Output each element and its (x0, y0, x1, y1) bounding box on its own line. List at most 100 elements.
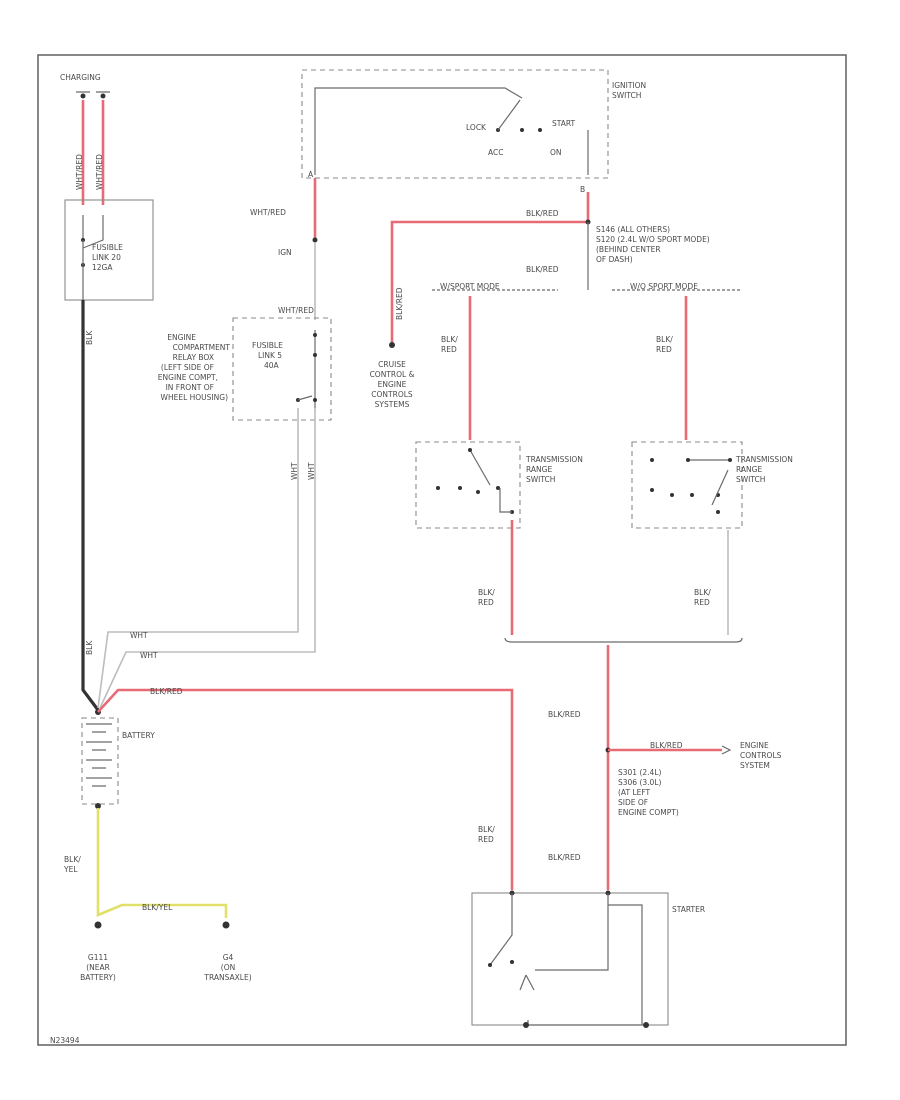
diagram-frame (37, 54, 847, 1046)
g-transaxle-line-1: G4 (223, 953, 234, 962)
g111-line-3: BATTERY) (80, 973, 116, 982)
trs-sport-line-1: TRANSMISSION (525, 455, 583, 464)
splice-s146-line-3: (BEHIND CENTER (596, 245, 661, 254)
trs-sport-out-label-2: RED (478, 598, 494, 607)
ignition-switch-title-1: IGNITION (612, 81, 646, 90)
starter-feed-label-2: BLK/RED (548, 853, 581, 862)
merge-bracket (504, 637, 743, 643)
cruise-control-label: CRUISE CONTROL & ENGINE CONTROLS SYSTEMS (370, 360, 415, 409)
ignition-on-label: ON (550, 148, 562, 157)
trs-sport-out-label-1: BLK/ (478, 588, 495, 597)
ignition-lock-label: LOCK (466, 123, 487, 132)
splice-s301-line-5: ENGINE COMPT) (618, 808, 679, 817)
ground-strap-label: BLK/YEL (142, 903, 173, 912)
start-circuit-wire: BLK/RED BLK/RED BLK/RED (389, 192, 591, 348)
ground-wire: BLK/ YEL BLK/YEL G111 (NEAR BATTERY) G4 … (63, 808, 252, 982)
fusible-link-20-line-3: 12GA (92, 263, 113, 272)
splice-s301-line-4: SIDE OF (618, 798, 648, 807)
ign-ref-label: IGN (278, 248, 292, 257)
engine-controls-line-2: CONTROLS (740, 751, 782, 760)
fusible-link-5-line-3: 40A (264, 361, 280, 370)
transmission-range-switch-sport: TRANSMISSION RANGE SWITCH BLK/ RED (415, 441, 583, 635)
relay-box-line-5: ENGINE COMPT, (158, 373, 218, 382)
relay-box-line-4: (LEFT SIDE OF (161, 363, 214, 372)
w-sport-mode-label: W/SPORT MODE (440, 282, 500, 291)
trs-no-sport-out-label-2: RED (694, 598, 710, 607)
ignition-switch-title-2: SWITCH (612, 91, 641, 100)
cruise-line-1: CRUISE (378, 360, 406, 369)
splice-s301-line-3: (AT LEFT (618, 788, 651, 797)
trs-no-sport-line-3: SWITCH (736, 475, 765, 484)
ignition-switch: IGNITION SWITCH LOCK ACC ON START A B (301, 69, 646, 194)
ignition-acc-label: ACC (488, 148, 503, 157)
relay-box-label: ENGINE COMPARTMENT RELAY BOX (LEFT SIDE … (158, 333, 231, 402)
relay-wire-label: WHT/RED (278, 306, 314, 315)
g111-line-1: G111 (88, 953, 108, 962)
battery-starter-wire-label: BLK/RED (150, 687, 183, 696)
starter-cable-label-2: RED (478, 835, 494, 844)
splice-wire-label: BLK/RED (526, 265, 559, 274)
splice-s301-line-1: S301 (2.4L) (618, 768, 661, 777)
sport-wire-label-2b: RED (656, 345, 672, 354)
battery-label: BATTERY (122, 731, 155, 740)
splice-s146-line-2: S120 (2.4L W/O SPORT MODE) (596, 235, 710, 244)
fusible-link-20: FUSIBLE LINK 20 12GA (64, 199, 154, 301)
relay-box-line-3: RELAY BOX (173, 353, 214, 362)
splice-s146-line-4: OF DASH) (596, 255, 633, 264)
splice-s146-line-1: S146 (ALL OTHERS) (596, 225, 670, 234)
fusible-link-5-line-1: FUSIBLE (252, 341, 283, 350)
transmission-range-switch-no-sport: TRANSMISSION RANGE SWITCH BLK/ RED (631, 441, 793, 635)
fusible-link-20-line-1: FUSIBLE (92, 243, 123, 252)
relay-wire-wht-1: WHT (290, 462, 299, 480)
sport-wire-label-1a: BLK/ (441, 335, 458, 344)
sport-wire-label-2a: BLK/ (656, 335, 673, 344)
ground-wire-label-2: YEL (63, 865, 78, 874)
figure-id: N23494 (50, 1036, 80, 1045)
sport-mode-split: W/SPORT MODE W/O SPORT MODE BLK/ RED BLK… (432, 282, 742, 440)
fusible-link-5-line-2: LINK 5 (258, 351, 282, 360)
wo-sport-mode-label: W/O SPORT MODE (630, 282, 698, 291)
ground-wire-label-1: BLK/ (64, 855, 81, 864)
ignition-start-label: START (552, 119, 576, 128)
relay-wire-wht-2: WHT (307, 462, 316, 480)
engine-controls-line-1: ENGINE (740, 741, 769, 750)
starter: STARTER (471, 890, 705, 1028)
trs-sport-line-3: SWITCH (526, 475, 555, 484)
relay-box-line-7: WHEEL HOUSING) (161, 393, 229, 402)
starter-feed-label-1: BLK/RED (548, 710, 581, 719)
relay-box-line-6: IN FRONT OF (166, 383, 214, 392)
starter-label: STARTER (672, 905, 705, 914)
splice-s146-label: S146 (ALL OTHERS) S120 (2.4L W/O SPORT M… (596, 225, 710, 264)
trs-sport-line-2: RANGE (526, 465, 552, 474)
charging-wire-label-1: WHT/RED (75, 154, 84, 190)
trs-no-sport-line-2: RANGE (736, 465, 762, 474)
trs-no-sport-line-1: TRANSMISSION (735, 455, 793, 464)
relay-to-battery-wires: WHT WHT WHT WHT (97, 408, 316, 709)
ignition-pin-b: B (580, 185, 585, 194)
relay-box-line-2: COMPARTMENT (173, 343, 231, 352)
trs-no-sport-out-label-1: BLK/ (694, 588, 711, 597)
ignition-pin-a: A (308, 170, 314, 179)
sport-wire-label-1b: RED (441, 345, 457, 354)
cruise-feed-wire-label: BLK/RED (395, 287, 404, 320)
charging-connection: CHARGING WHT/RED WHT/RED (60, 73, 110, 205)
ignition-feed-wire: WHT/RED IGN WHT/RED (250, 178, 318, 320)
charging-label: CHARGING (60, 73, 101, 82)
splice-s301-line-2: S306 (3.0L) (618, 778, 661, 787)
cruise-line-2: CONTROL & (370, 370, 415, 379)
relay-box: FUSIBLE LINK 5 40A (232, 317, 332, 421)
battery-wht-label-2: WHT (140, 651, 158, 660)
battery-wht-label-1: WHT (130, 631, 148, 640)
splice-s301-label: S301 (2.4L) S306 (3.0L) (AT LEFT SIDE OF… (618, 768, 679, 817)
fusible-link-20-line-2: LINK 20 (92, 253, 121, 262)
cruise-line-4: CONTROLS (371, 390, 413, 399)
relay-box-line-1: ENGINE (167, 333, 196, 342)
fusible-link-wire-label: BLK (85, 330, 94, 345)
start-circuit-wire-label: BLK/RED (526, 209, 559, 218)
engine-controls-branch: BLK/RED ENGINE CONTROLS SYSTEM (608, 741, 782, 770)
engine-controls-wire-label: BLK/RED (650, 741, 683, 750)
battery-feed-wire-label: BLK (85, 640, 94, 655)
cruise-line-5: SYSTEMS (375, 400, 410, 409)
charging-wire-label-2: WHT/RED (95, 154, 104, 190)
